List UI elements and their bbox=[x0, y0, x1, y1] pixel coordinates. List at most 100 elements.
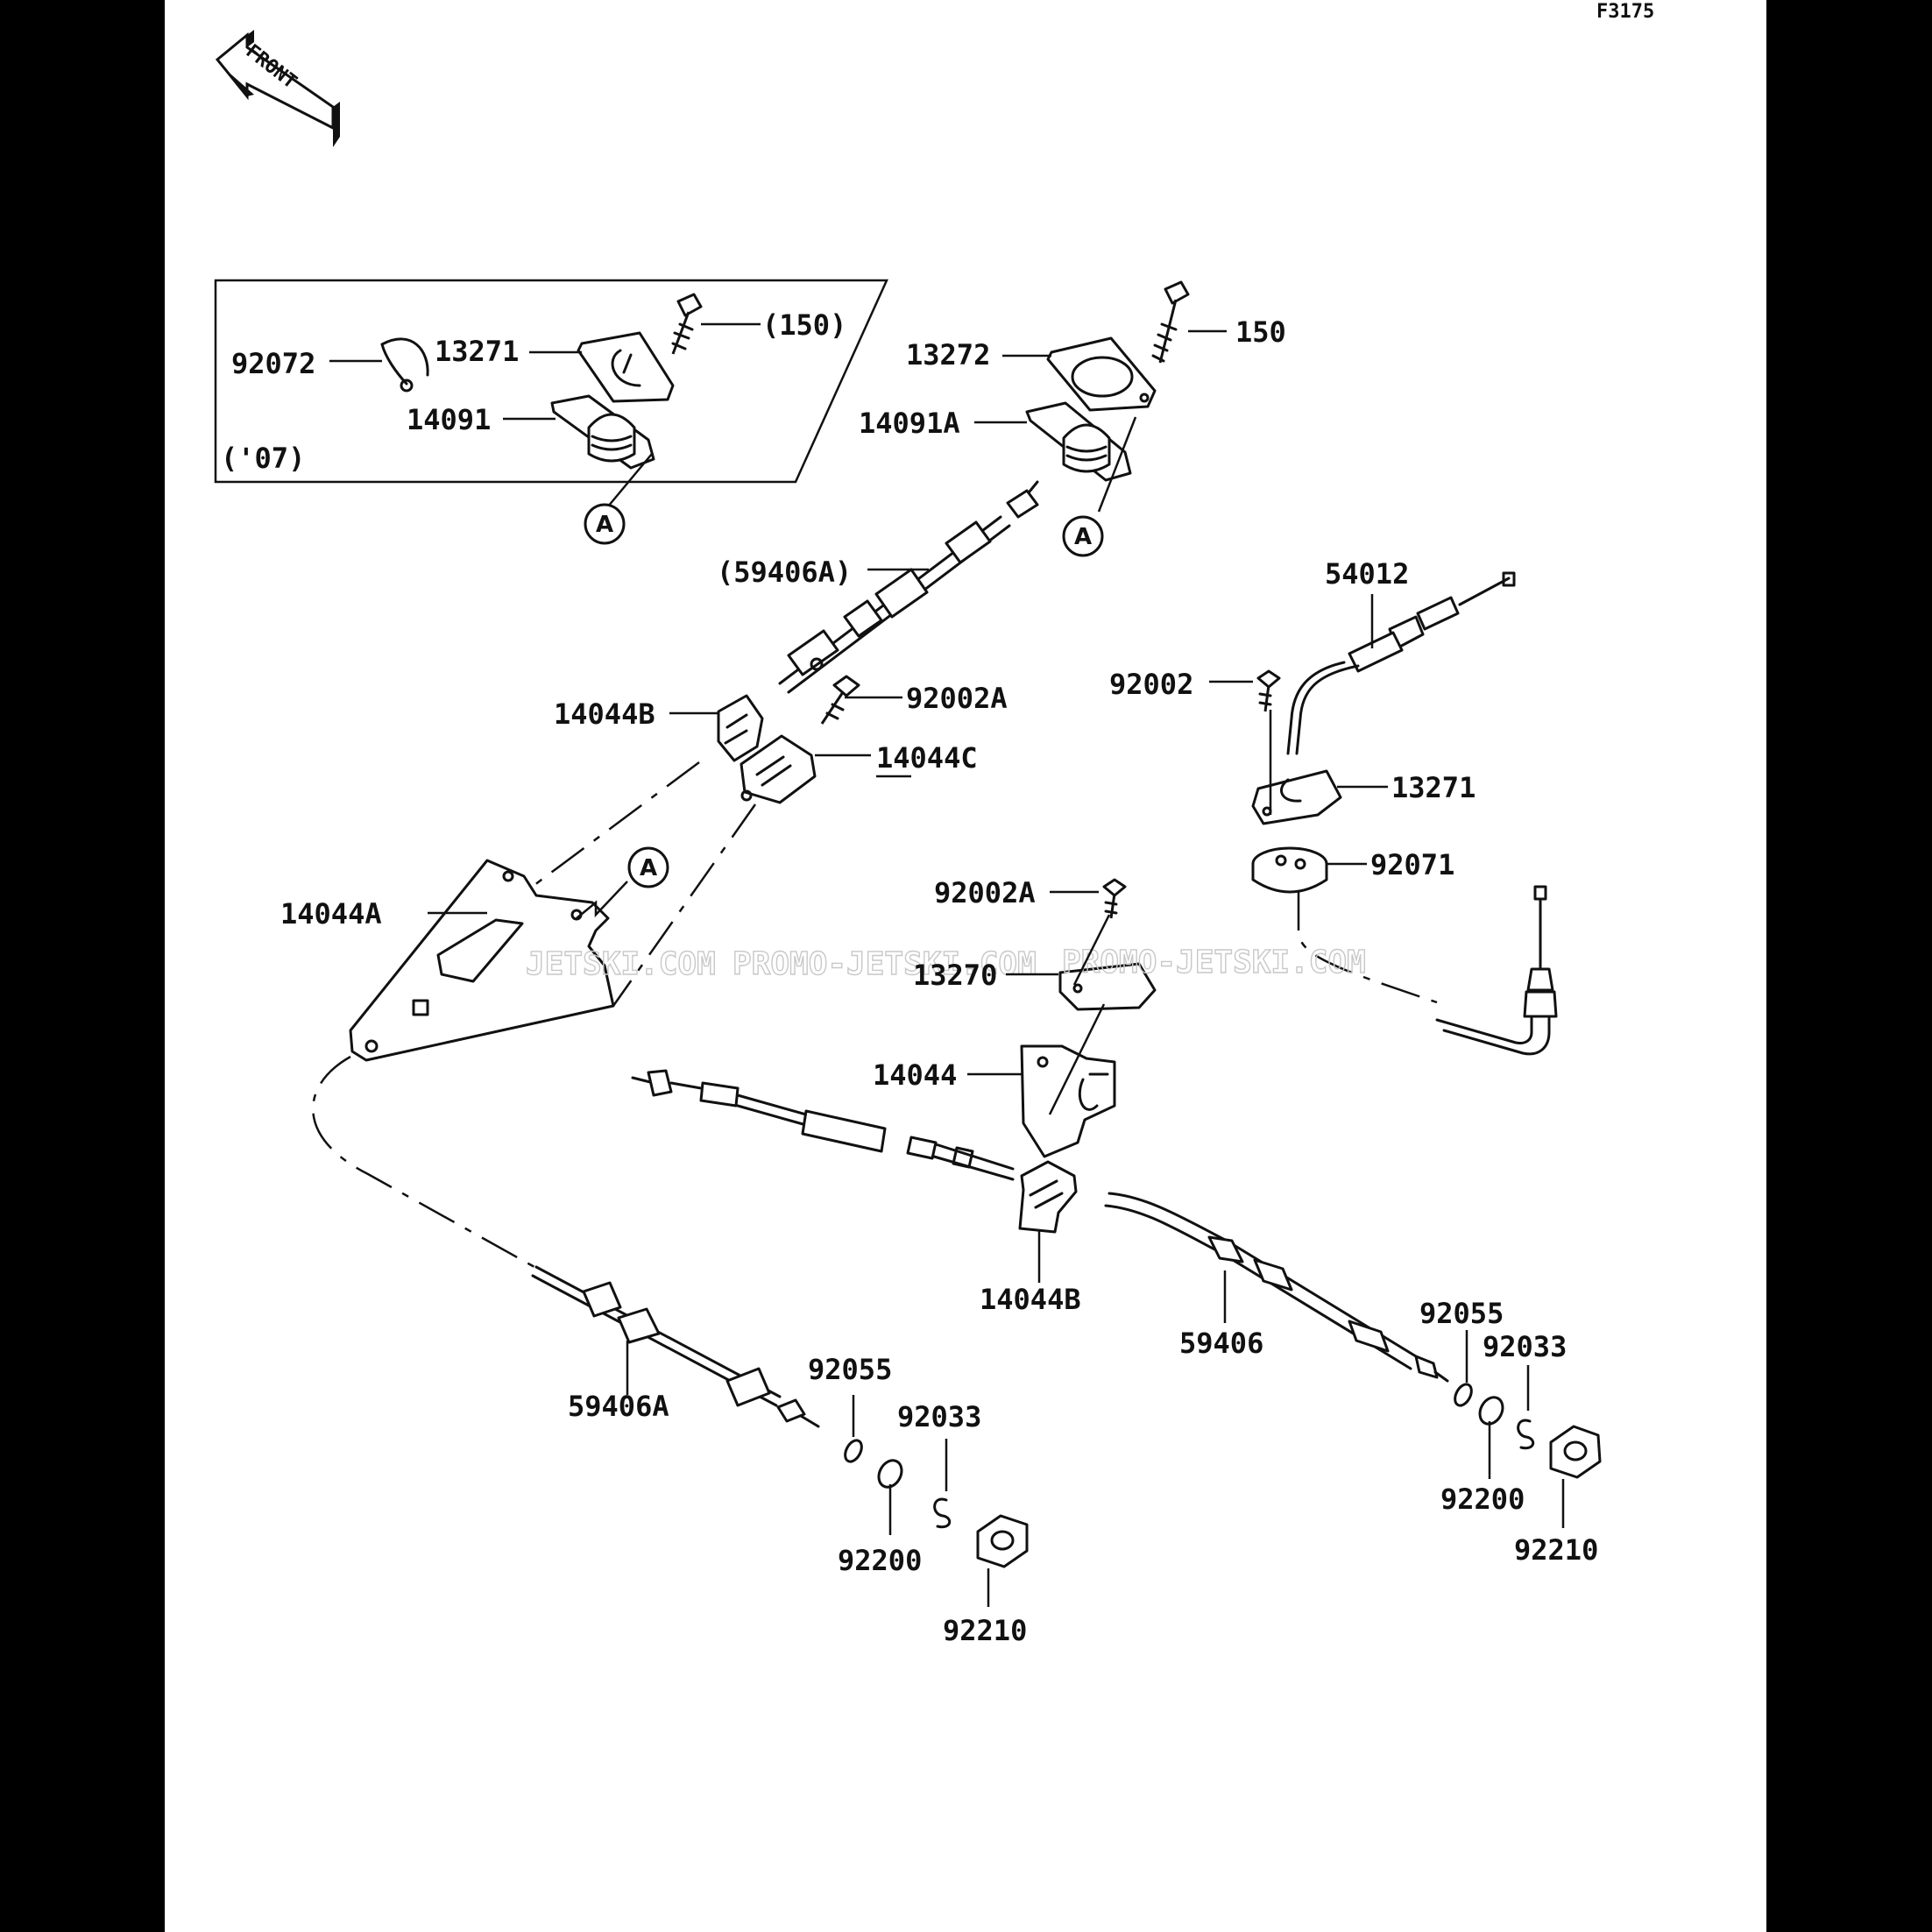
callout-14044B-top: 14044B bbox=[554, 697, 655, 731]
plate-13270 bbox=[1058, 962, 1157, 1011]
callout-92200-right: 92200 bbox=[1440, 1483, 1525, 1516]
connector-A-inset: A bbox=[584, 503, 626, 545]
callout-13270: 13270 bbox=[913, 959, 997, 992]
bracket-14044A-hole-3 bbox=[364, 1039, 379, 1053]
bolt-92002A-top bbox=[820, 675, 860, 725]
callout-54012: 54012 bbox=[1325, 557, 1409, 591]
callout-92072: 92072 bbox=[231, 347, 315, 380]
clamp-14044B-top-detail bbox=[724, 713, 748, 745]
callout-150: 150 bbox=[1235, 315, 1286, 349]
inset-year-note: ('07) bbox=[221, 442, 305, 475]
cable-54012-end bbox=[1435, 885, 1558, 1056]
callout-14044C: 14044C bbox=[876, 741, 978, 775]
cable-59406-rear bbox=[1104, 1192, 1449, 1383]
bolt-150 bbox=[1158, 280, 1190, 364]
callout-92033-left: 92033 bbox=[897, 1400, 981, 1433]
watermark-1: JETSKI.COM bbox=[526, 946, 716, 982]
grommet-92071-hole-2 bbox=[1294, 858, 1306, 870]
clamp-14044C-slot bbox=[755, 755, 792, 787]
nut-92210-left-hole bbox=[990, 1530, 1015, 1551]
nut-92210-right-hole bbox=[1563, 1440, 1588, 1461]
bracket-14044A-hole-1 bbox=[502, 870, 514, 882]
plate-13271 bbox=[1251, 769, 1342, 825]
connector-A-bracket: A bbox=[627, 846, 669, 888]
grommet-14091A-ribs bbox=[1065, 445, 1108, 462]
plate-13271-notch bbox=[611, 349, 641, 387]
o-ring-92055-left bbox=[844, 1439, 863, 1463]
bolt-92002-thread bbox=[1258, 692, 1272, 706]
bolt-thread-inset bbox=[671, 322, 694, 350]
bolt-92002A-mid-thread bbox=[1104, 901, 1118, 915]
nut-92210-left bbox=[976, 1514, 1029, 1568]
clamp-14044C-hole bbox=[740, 789, 753, 802]
callout-14091A: 14091A bbox=[859, 407, 960, 440]
front-arrow-icon: FRONT bbox=[215, 30, 340, 147]
bracket-14044 bbox=[1020, 1044, 1116, 1158]
grommet-92071-body bbox=[1251, 864, 1328, 894]
bolt-150-thread bbox=[1151, 322, 1178, 363]
grommet-92071-hole-1 bbox=[1275, 854, 1287, 867]
callout-59406A-ref: (59406A) bbox=[717, 556, 852, 589]
callout-92002A-mid: 92002A bbox=[934, 876, 1036, 909]
callout-13272: 13272 bbox=[906, 338, 990, 372]
callout-59406: 59406 bbox=[1179, 1327, 1263, 1360]
callout-14044A: 14044A bbox=[280, 897, 382, 931]
connector-line-A-bracket bbox=[576, 881, 628, 919]
bolt-150-inset bbox=[671, 293, 703, 355]
callout-92210-left: 92210 bbox=[943, 1614, 1027, 1647]
watermark-3: PROMO-JETSKI.COM bbox=[1062, 945, 1366, 980]
plate-13271-notch bbox=[1279, 778, 1302, 803]
clamp-14044B-top bbox=[717, 694, 764, 762]
callout-92033-right: 92033 bbox=[1483, 1330, 1567, 1363]
plate-13272-hole bbox=[1071, 356, 1134, 398]
cable-59406-front bbox=[631, 1069, 1015, 1181]
lock-washer-92033-right bbox=[1517, 1419, 1535, 1450]
callout-92002A-top: 92002A bbox=[906, 682, 1008, 715]
callout-150-inset: (150) bbox=[762, 308, 846, 342]
snap-ring-end bbox=[400, 379, 414, 393]
callout-14044B-bottom: 14044B bbox=[980, 1283, 1081, 1316]
callout-13271-inset: 13271 bbox=[435, 335, 519, 368]
dash-line-92071 bbox=[1297, 890, 1438, 1004]
svg-text:A: A bbox=[596, 512, 613, 538]
connector-A-right: A bbox=[1062, 515, 1104, 557]
dash-line-lower-cable bbox=[311, 1055, 535, 1269]
callout-92055-left: 92055 bbox=[808, 1353, 892, 1386]
cable-59406A-upper bbox=[778, 480, 1039, 694]
cable-59406A-lower bbox=[531, 1265, 820, 1428]
o-ring-92055-right bbox=[1454, 1383, 1473, 1407]
figure-ref: F3175 bbox=[1596, 1, 1654, 23]
plate-13272-bolt-hole bbox=[1139, 393, 1150, 403]
plate-13272 bbox=[1046, 336, 1157, 412]
bolt-92002A-top-thread bbox=[825, 703, 845, 720]
callout-92055-right: 92055 bbox=[1419, 1297, 1504, 1330]
washer-92200-left bbox=[877, 1459, 903, 1489]
bracket-14044A-tab bbox=[412, 999, 429, 1016]
watermark-2: PROMO-JETSKI.COM bbox=[732, 946, 1037, 982]
nut-92210-right bbox=[1549, 1425, 1602, 1479]
callout-14091: 14091 bbox=[407, 403, 491, 436]
clamp-14044B-bottom-detail bbox=[1029, 1179, 1064, 1209]
bracket-14044-hook bbox=[1078, 1072, 1109, 1111]
bolt-92002A-mid bbox=[1102, 878, 1127, 919]
dash-line-14044B-top bbox=[534, 761, 700, 887]
bolt-92002 bbox=[1256, 669, 1281, 712]
plate-13270-hole bbox=[1072, 983, 1083, 994]
callout-92002: 92002 bbox=[1109, 668, 1193, 701]
callout-92210-right: 92210 bbox=[1514, 1533, 1598, 1567]
callout-59406A: 59406A bbox=[568, 1390, 669, 1423]
leader-lines bbox=[329, 322, 1565, 1607]
callout-14044: 14044 bbox=[873, 1058, 957, 1092]
svg-text:A: A bbox=[640, 855, 657, 881]
callout-13271: 13271 bbox=[1391, 771, 1476, 804]
clamp-14044B-bottom bbox=[1018, 1160, 1078, 1234]
bracket-14044A-slot bbox=[436, 918, 524, 983]
callout-92071: 92071 bbox=[1370, 848, 1454, 881]
lock-washer-92033-left bbox=[933, 1497, 952, 1529]
inset-frame bbox=[214, 279, 888, 484]
washer-92200-right bbox=[1478, 1396, 1504, 1426]
bracket-14044-hole bbox=[1037, 1056, 1049, 1068]
grommet-14091-ribs bbox=[591, 435, 633, 451]
snap-ring-92072 bbox=[380, 337, 429, 386]
